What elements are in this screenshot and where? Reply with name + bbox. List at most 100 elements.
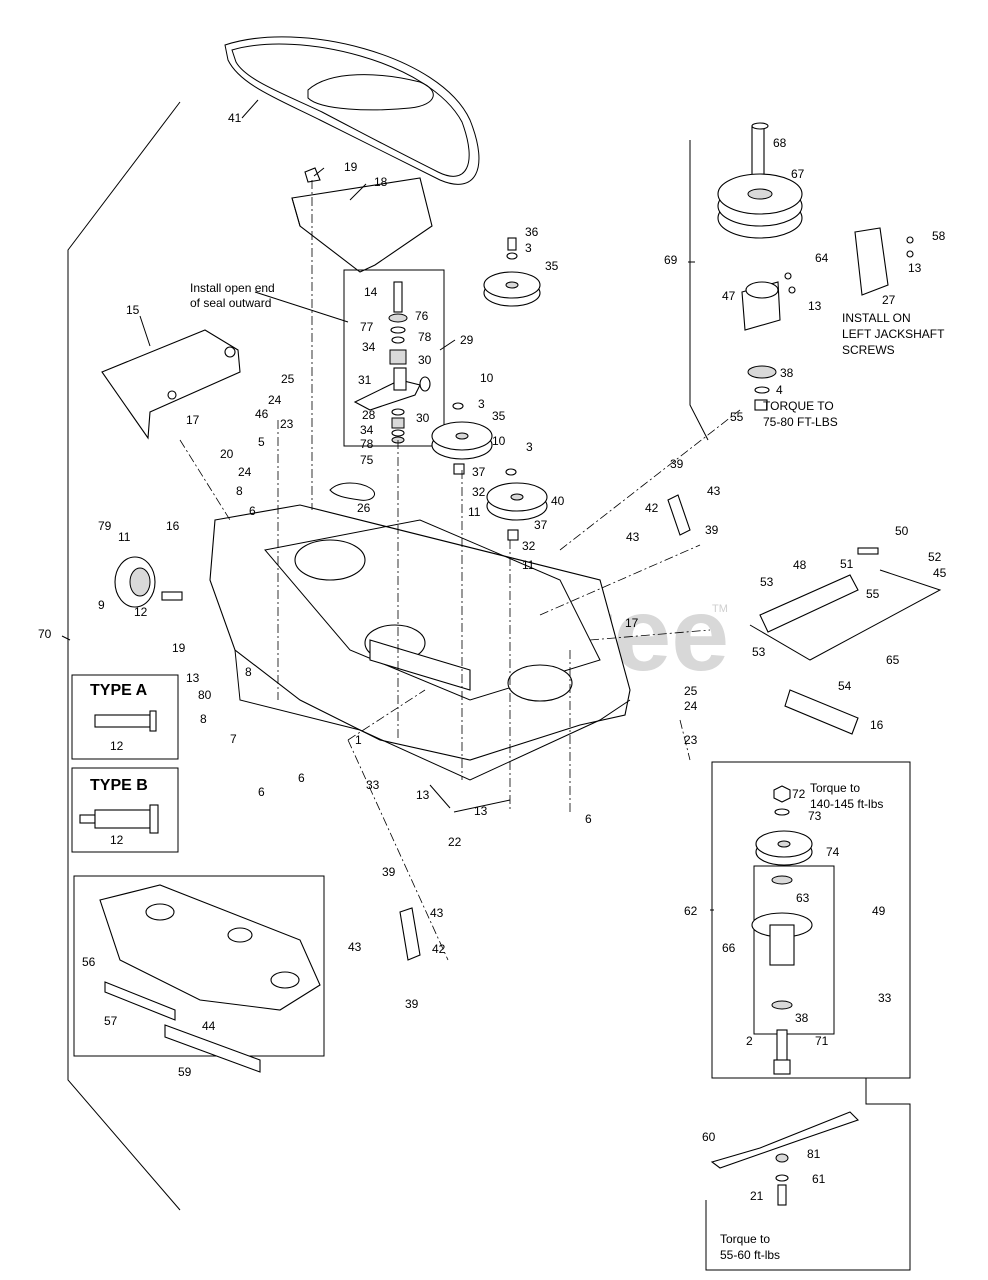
callout: 40 <box>551 494 565 508</box>
callout: 78 <box>418 330 432 344</box>
type-a-axle <box>94 710 157 732</box>
callout: 43 <box>707 484 721 498</box>
callout: 19 <box>344 160 358 174</box>
callout: 10 <box>480 371 494 385</box>
callout: 22 <box>448 835 462 849</box>
callout: 14 <box>364 285 378 299</box>
callout: 41 <box>228 111 242 125</box>
spindle-inner-box <box>753 865 835 1035</box>
callout: 3 <box>525 241 532 255</box>
callout: 37 <box>472 465 486 479</box>
callout: 57 <box>104 1014 118 1028</box>
callout: 74 <box>826 845 840 859</box>
callout: 3 <box>478 397 485 411</box>
callout: 21 <box>750 1189 764 1203</box>
callout: 13 <box>474 804 488 818</box>
callout: 23 <box>280 417 294 431</box>
callout: 79 <box>98 519 112 533</box>
callout: 16 <box>870 718 884 732</box>
note-torque-c-line2: 55-60 ft-lbs <box>720 1248 780 1262</box>
callout: 46 <box>255 407 269 421</box>
callout: 24 <box>268 393 282 407</box>
callout: 62 <box>684 904 698 918</box>
callout: 18 <box>374 175 388 189</box>
callout: 31 <box>358 373 372 387</box>
callout: 67 <box>791 167 805 181</box>
callout: 17 <box>625 616 639 630</box>
callout: 17 <box>186 413 200 427</box>
callout: 12 <box>110 833 124 847</box>
callout: 19 <box>172 641 186 655</box>
inset-deck <box>99 884 321 1073</box>
callout: 20 <box>220 447 234 461</box>
note-install-line2: LEFT JACKSHAFT <box>842 327 945 341</box>
callout: 37 <box>534 518 548 532</box>
callout: 47 <box>722 289 736 303</box>
callout: 53 <box>760 575 774 589</box>
callout: 13 <box>186 671 200 685</box>
type-b-box <box>71 767 179 853</box>
inset-deck-box <box>73 875 325 1057</box>
pulley-40 <box>486 468 548 541</box>
callout: 60 <box>702 1130 716 1144</box>
callout: 39 <box>705 523 719 537</box>
callout: 3 <box>526 440 533 454</box>
callout: 6 <box>585 812 592 826</box>
callout: 72 <box>792 787 806 801</box>
callout: 63 <box>796 891 810 905</box>
callout: 66 <box>722 941 736 955</box>
callout: 6 <box>258 785 265 799</box>
callout: 80 <box>198 688 212 702</box>
callout: 53 <box>752 645 766 659</box>
callout: 6 <box>249 504 256 518</box>
callout: 13 <box>908 261 922 275</box>
callout: 77 <box>360 320 374 334</box>
callout: 30 <box>418 353 432 367</box>
spindle-assembly <box>751 785 813 1075</box>
blade-box <box>705 1077 911 1271</box>
callout: 11 <box>522 558 535 572</box>
mower-deck-1 <box>209 504 631 781</box>
note-seal-line1: Install open end <box>190 281 275 295</box>
callout: 42 <box>432 942 446 956</box>
callout: 12 <box>134 605 148 619</box>
type-b-label: TYPE B <box>90 777 148 794</box>
type-b-axle <box>79 804 159 834</box>
type-a-label: TYPE A <box>90 682 148 699</box>
callout: 50 <box>895 524 909 538</box>
callout: 32 <box>472 485 486 499</box>
callout: 35 <box>545 259 559 273</box>
callout: 13 <box>416 788 430 802</box>
callout: 36 <box>525 225 539 239</box>
callout: 81 <box>807 1147 821 1161</box>
pulley-35-mid <box>431 402 493 475</box>
note-install-line3: SCREWS <box>842 343 895 357</box>
callout: 43 <box>430 906 444 920</box>
callout: 7 <box>230 732 237 746</box>
callout: 73 <box>808 809 822 823</box>
callout: 54 <box>838 679 852 693</box>
callout: 29 <box>460 333 474 347</box>
note-install-line1: INSTALL ON <box>842 311 911 325</box>
callout: 13 <box>808 299 822 313</box>
leader-lines <box>61 99 714 911</box>
note-torque-b-line2: 140-145 ft-lbs <box>810 797 883 811</box>
callout: 51 <box>840 557 854 571</box>
roller-assembly <box>749 547 942 735</box>
callout: 15 <box>126 303 140 317</box>
belt-cover-18 <box>291 177 433 273</box>
callout: 8 <box>236 484 243 498</box>
callout: 2 <box>746 1034 753 1048</box>
idler-box-29 <box>343 269 445 447</box>
callout: 38 <box>780 366 794 380</box>
callout: 4 <box>776 383 783 397</box>
callout: 55 <box>866 587 880 601</box>
callout: 10 <box>492 434 506 448</box>
deflector-15 <box>101 329 241 440</box>
callout: 75 <box>360 453 374 467</box>
callout: 43 <box>348 940 362 954</box>
callout: 27 <box>882 293 896 307</box>
callout: 42 <box>645 501 659 515</box>
callout: 70 <box>38 627 52 641</box>
callout: 78 <box>360 437 374 451</box>
